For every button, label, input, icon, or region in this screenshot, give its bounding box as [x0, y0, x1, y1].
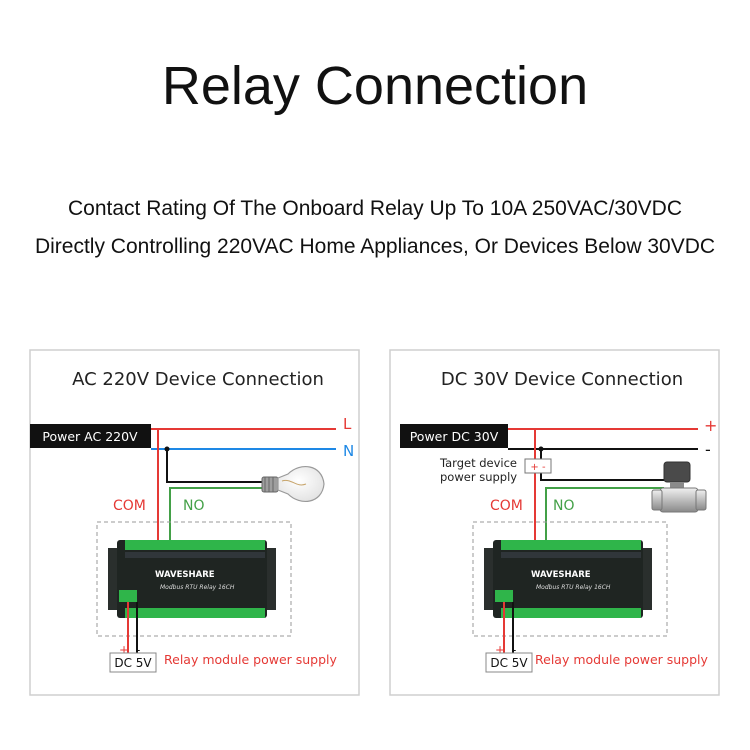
ac-relay-module: WAVESHARE Modbus RTU Relay 16CH — [108, 540, 276, 618]
ac-junction-dot — [164, 446, 170, 452]
ac-module-model: Modbus RTU Relay 16CH — [160, 584, 235, 591]
dc-terminals-bottom — [501, 608, 641, 618]
dc-minus-label: - — [705, 440, 711, 459]
ac-module-body — [117, 540, 267, 618]
dc-panel: DC 30V Device Connection Power DC 30V + … — [389, 349, 720, 696]
dc-power-terminal — [495, 590, 513, 602]
ac-lamp-neutral-wire — [166, 449, 262, 483]
dc-relay-module: WAVESHARE Modbus RTU Relay 16CH — [484, 540, 652, 618]
dc-power-label-box — [400, 424, 508, 448]
dc-supply-minus: - — [512, 643, 516, 657]
dc-power-label: Power DC 30V — [410, 429, 499, 444]
ac-com-label: COM — [113, 498, 146, 514]
ac-module-side-left — [108, 548, 117, 610]
dc-target-box — [524, 458, 552, 474]
ac-neutral-label: N — [343, 442, 354, 460]
ac-no-wire — [169, 487, 262, 544]
dc-module-side — [643, 548, 652, 610]
ac-supply-plus: + — [119, 643, 129, 657]
dc-supply-plus: + — [495, 643, 505, 657]
dc-no-label: NO — [553, 498, 575, 514]
dc-module-body — [493, 540, 643, 618]
dc-target-line2: power supply — [440, 470, 517, 484]
ac-heading: AC 220V Device Connection — [72, 369, 324, 390]
dc-module-model: Modbus RTU Relay 16CH — [536, 584, 611, 591]
ac-supply-box — [109, 652, 157, 673]
solenoid-valve-icon — [651, 461, 707, 513]
dc-plus-label: + — [704, 416, 717, 435]
dc-heading: DC 30V Device Connection — [441, 369, 683, 390]
dc-supply-caption: Relay module power supply — [535, 652, 709, 667]
ac-panel-frame — [29, 349, 360, 696]
dc-com-label: COM — [490, 498, 523, 514]
dc-no-wire — [545, 487, 664, 544]
subtitle-rating: Contact Rating Of The Onboard Relay Up T… — [67, 197, 682, 220]
dc-module-brand: WAVESHARE — [531, 570, 591, 580]
ac-module-side — [267, 548, 276, 610]
dc-supply-label: DC 5V — [490, 656, 528, 670]
dc-led-row — [501, 552, 641, 558]
page-title: Relay Connection — [161, 56, 589, 116]
subtitle-usage: Directly Controlling 220VAC Home Applian… — [34, 235, 716, 258]
ac-module-brand: WAVESHARE — [155, 570, 215, 580]
dc-target-symbol: + - — [530, 462, 546, 473]
ac-power-terminal — [119, 590, 137, 602]
ac-power-label: Power AC 220V — [42, 429, 138, 444]
ac-supply-minus: - — [136, 643, 140, 657]
ac-terminals-top — [125, 540, 265, 550]
dc-module-side-left — [484, 548, 493, 610]
dc-junction-dot — [538, 446, 544, 452]
dc-target-line1: Target device — [439, 456, 517, 470]
ac-power-label-box — [30, 424, 151, 448]
dc-supply-box — [485, 652, 533, 673]
dc-terminals-top — [501, 540, 641, 550]
ac-supply-caption: Relay module power supply — [164, 652, 338, 667]
dc-panel-frame — [389, 349, 720, 696]
ac-terminals-bottom — [125, 608, 265, 618]
ac-led-row — [125, 552, 265, 558]
ac-supply-label: DC 5V — [114, 656, 152, 670]
light-bulb-icon — [261, 466, 325, 502]
ac-no-label: NO — [183, 498, 205, 514]
ac-panel: AC 220V Device Connection Power AC 220V … — [29, 349, 360, 696]
ac-line-label: L — [343, 415, 352, 433]
